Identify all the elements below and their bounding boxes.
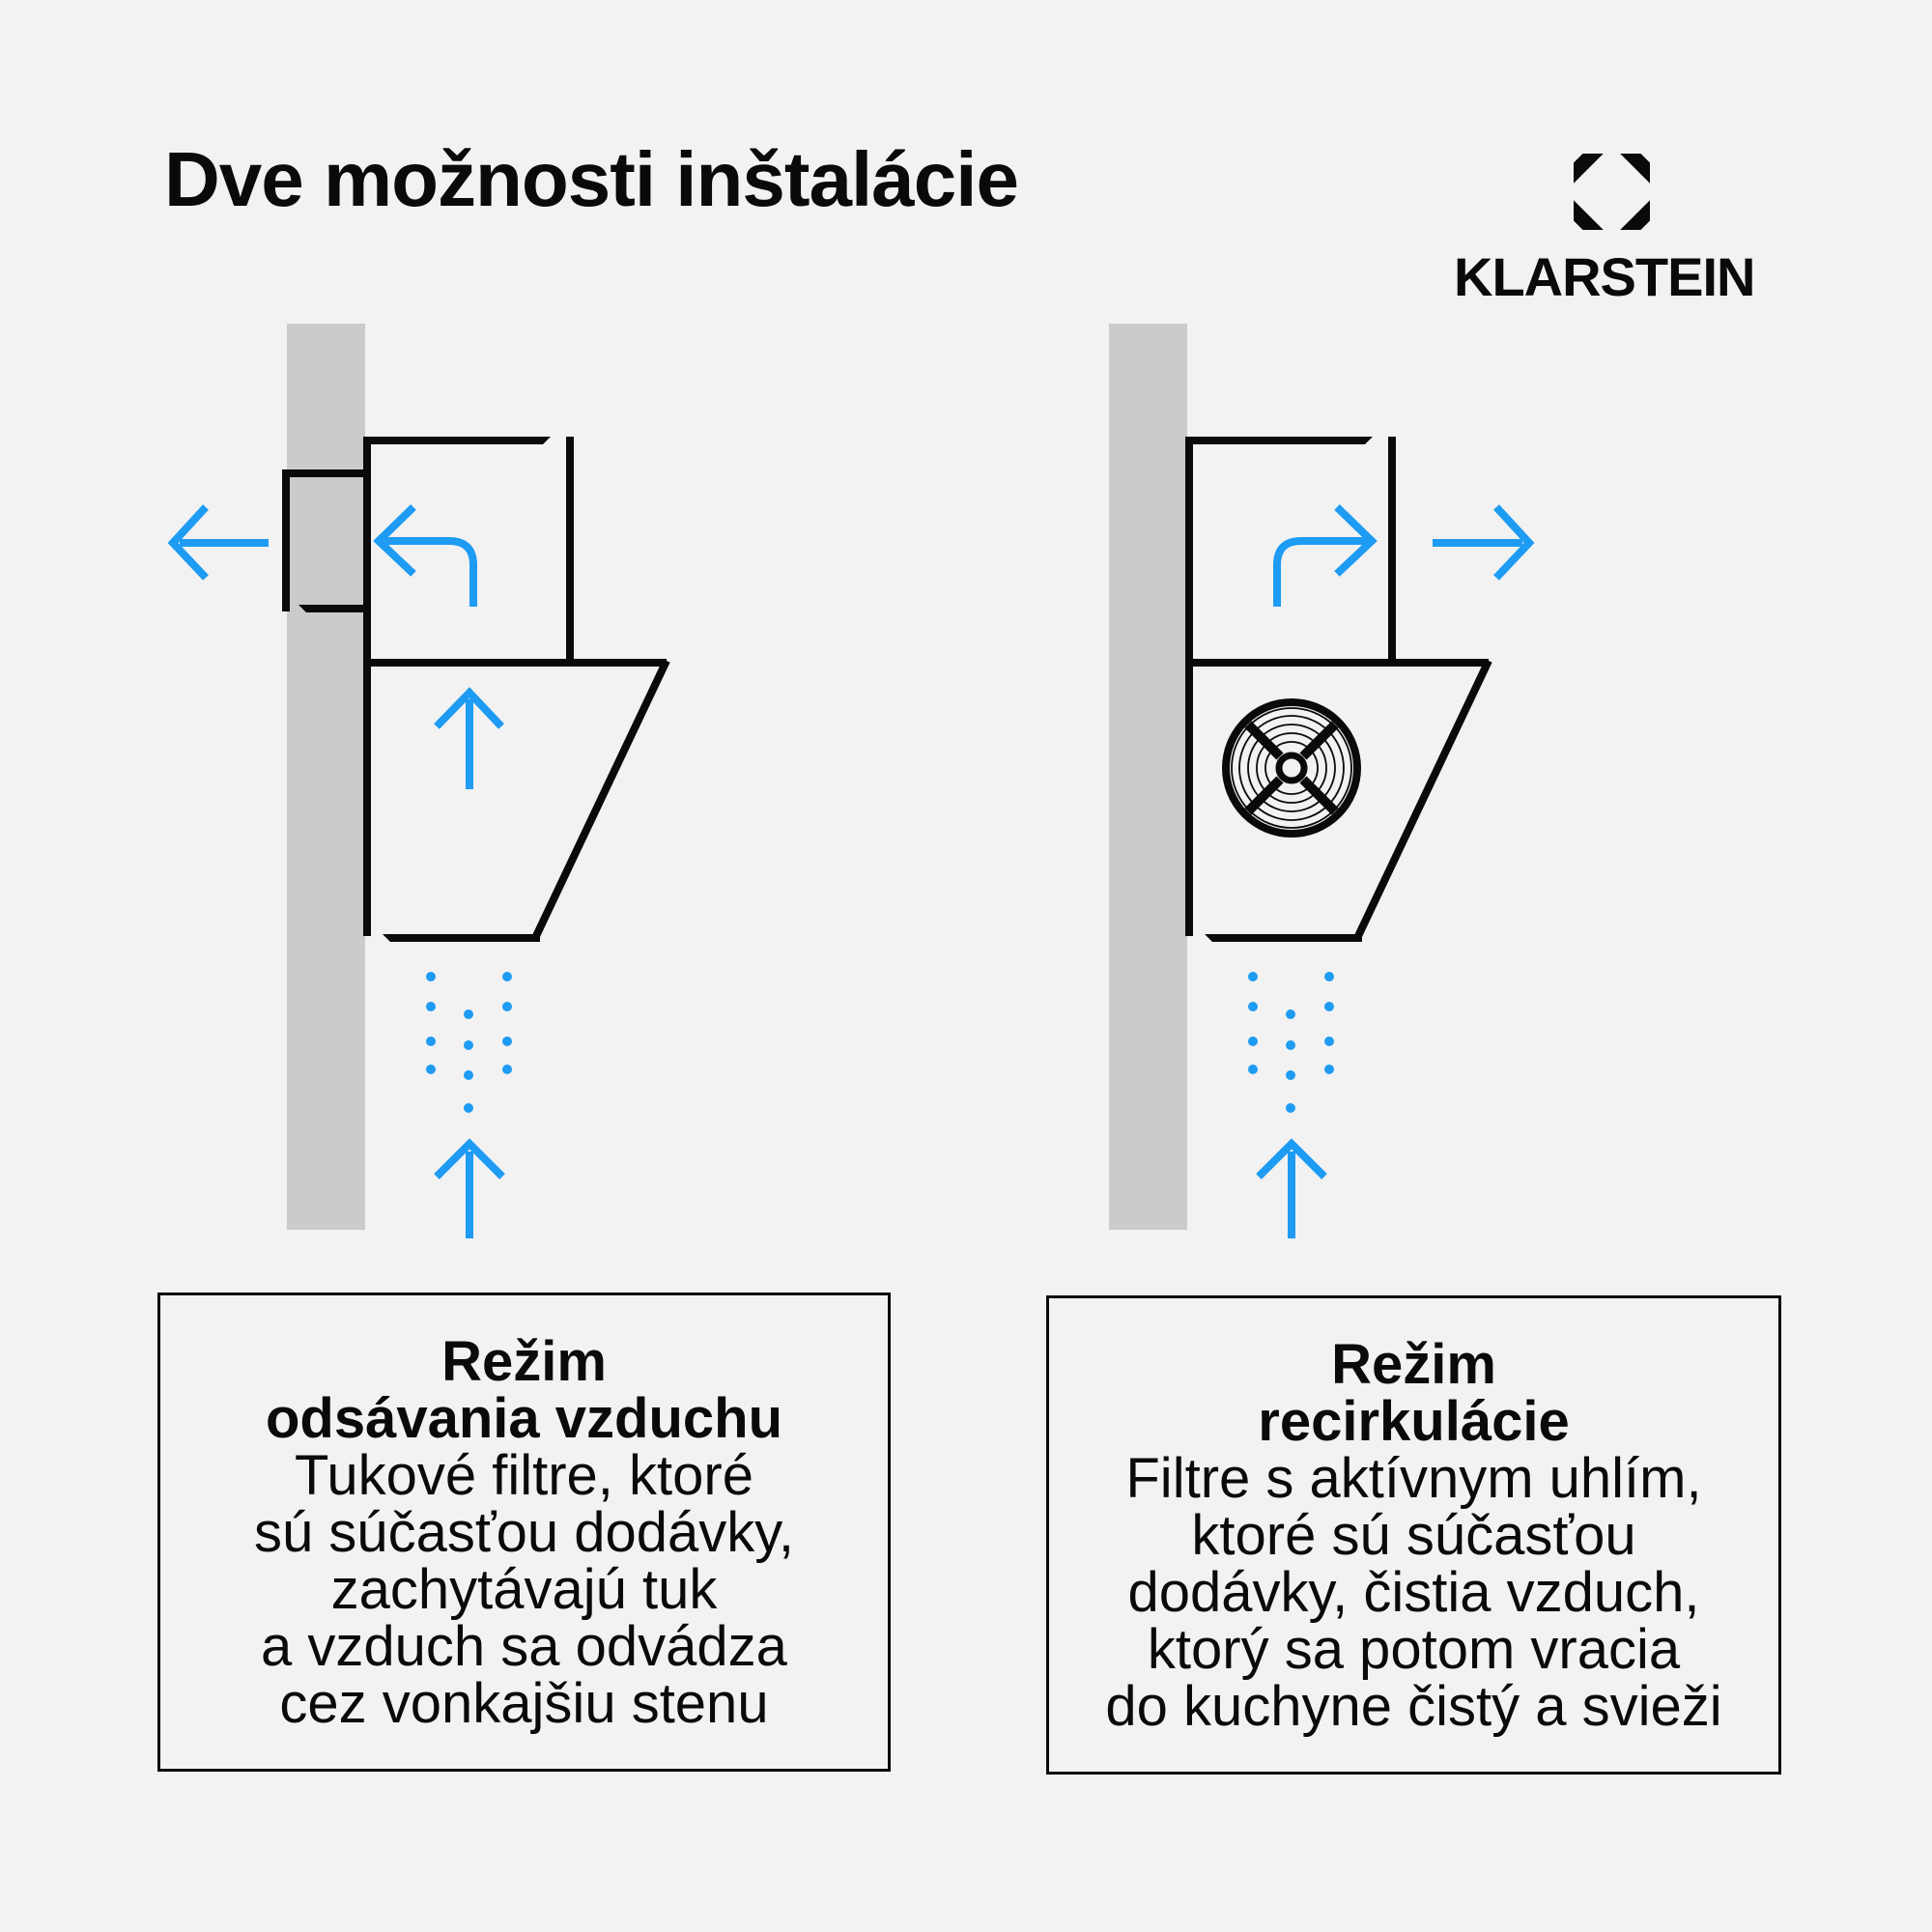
caption-heading-line: odsávania vzduchu (265, 1386, 783, 1450)
air-particles-dots (426, 972, 512, 1113)
caption-body-line: sú súčasťou dodávky, (253, 1500, 795, 1564)
air-elbow-arrow (373, 504, 477, 607)
hood-outline-cut-ends (363, 437, 551, 942)
airflow-arrows-exhaust (167, 504, 505, 1238)
air-elbow-arrow (1273, 504, 1378, 607)
air-intake-arrow (434, 1138, 505, 1238)
wall (287, 324, 365, 1230)
airflow-arrows-recirculation (1256, 504, 1535, 1238)
page-title: Dve možnosti inštalácie (164, 136, 1019, 222)
caption-body-line: dodávky, čistia vzduch, (1127, 1560, 1700, 1624)
caption-heading-line: recirkulácie (1258, 1389, 1570, 1453)
caption-body-line: a vzduch sa odvádza (261, 1614, 787, 1678)
hood-outline (1185, 437, 1492, 938)
hood-outline (363, 437, 670, 938)
air-up-arrow (434, 687, 504, 789)
wall-duct (282, 469, 368, 611)
caption-body-line: do kuchyne čistý a svieži (1105, 1674, 1722, 1738)
caption-body-line: ktorý sa potom vracia (1147, 1617, 1681, 1681)
exhaust-mode-caption: Režim odsávania vzduchu Tukové filtre, k… (157, 1293, 891, 1772)
fan-icon (1222, 698, 1361, 838)
recirculation-diagram (1109, 324, 1535, 1238)
hood-outline-cut-ends (1185, 437, 1373, 942)
air-out-arrow (1433, 504, 1535, 581)
caption-body-line: cez vonkajšiu stenu (279, 1671, 769, 1735)
wall-duct-bottom-edge (298, 605, 368, 612)
caption-body-line: Tukové filtre, ktoré (295, 1443, 753, 1507)
klarstein-logo-icon (1574, 154, 1650, 230)
caption-heading-line: Režim (441, 1329, 607, 1393)
air-intake-arrow (1256, 1138, 1327, 1238)
air-out-arrow (167, 504, 269, 581)
exhaust-diagram (167, 324, 670, 1238)
caption-body-line: Filtre s aktívnym uhlím, (1125, 1446, 1702, 1510)
caption-body-line: zachytávajú tuk (330, 1557, 718, 1621)
recirculation-mode-caption: Režim recirkulácie Filtre s aktívnym uhl… (1046, 1295, 1781, 1775)
caption-heading-line: Režim (1331, 1332, 1496, 1396)
brand-name: KLARSTEIN (1454, 246, 1755, 307)
wall (1109, 324, 1187, 1230)
caption-body-line: ktoré sú súčasťou (1191, 1503, 1636, 1567)
air-particles-dots (1248, 972, 1334, 1113)
